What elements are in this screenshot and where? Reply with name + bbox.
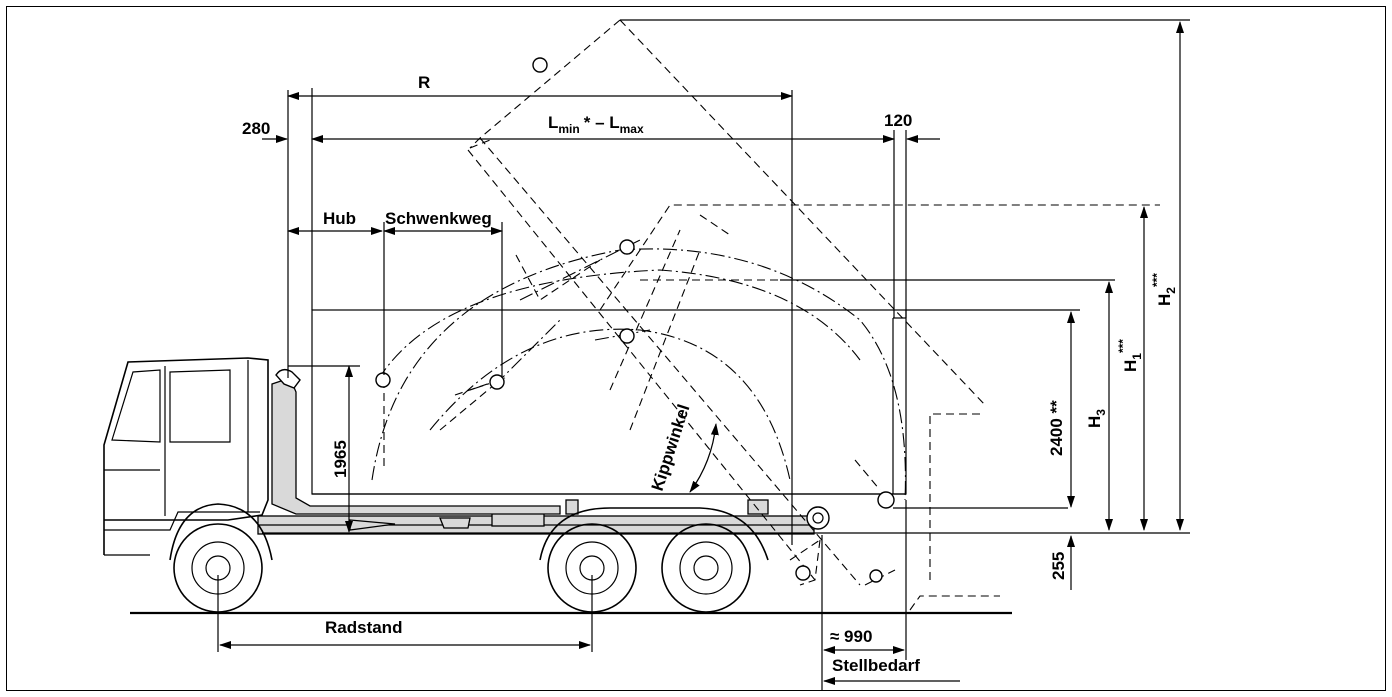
swing-arcs	[371, 239, 906, 501]
label-H2: H2***	[1150, 273, 1178, 306]
label-kippwinkel: Kippwinkel	[648, 402, 694, 493]
label-radstand: Radstand	[325, 618, 402, 637]
label-H2-sub: 2	[1164, 287, 1178, 294]
label-L-min-sub: min	[558, 122, 579, 136]
truck-cab	[103, 357, 269, 556]
label-990: ≈ 990	[830, 627, 872, 646]
label-H1-main: H	[1121, 360, 1140, 372]
label-H1: H1***	[1116, 339, 1144, 372]
truck-chassis	[257, 499, 830, 535]
label-H1-sup: ***	[1116, 339, 1130, 353]
label-stellbedarf: Stellbedarf	[832, 656, 920, 675]
hook-positions	[375, 57, 883, 583]
label-H1-sub: 1	[1130, 353, 1144, 360]
label-H2-sup: ***	[1150, 273, 1164, 287]
label-hub: Hub	[323, 209, 356, 228]
label-255: 255	[1049, 552, 1068, 580]
label-120: 120	[884, 111, 912, 130]
label-L-max-sub: max	[620, 122, 644, 136]
label-L-star: * – L	[584, 113, 620, 132]
container-loaded	[311, 309, 1068, 509]
label-H3-main: H	[1085, 416, 1104, 428]
label-H3: H3	[1085, 409, 1108, 428]
label-2400: 2400 **	[1047, 400, 1066, 456]
label-R: R	[418, 73, 430, 92]
label-L: Lmin * – Lmax	[548, 113, 644, 136]
label-L-main: L	[548, 113, 558, 132]
container-tipped	[467, 19, 1160, 611]
label-schwenkweg: Schwenkweg	[385, 209, 492, 228]
label-1965: 1965	[331, 440, 350, 478]
label-280: 280	[242, 119, 270, 138]
label-H2-main: H	[1155, 294, 1174, 306]
drawing-frame	[6, 6, 1386, 691]
rear-wheel-2	[661, 523, 751, 613]
label-H3-sub: 3	[1094, 409, 1108, 416]
dim-arc-kippwinkel	[689, 423, 719, 493]
